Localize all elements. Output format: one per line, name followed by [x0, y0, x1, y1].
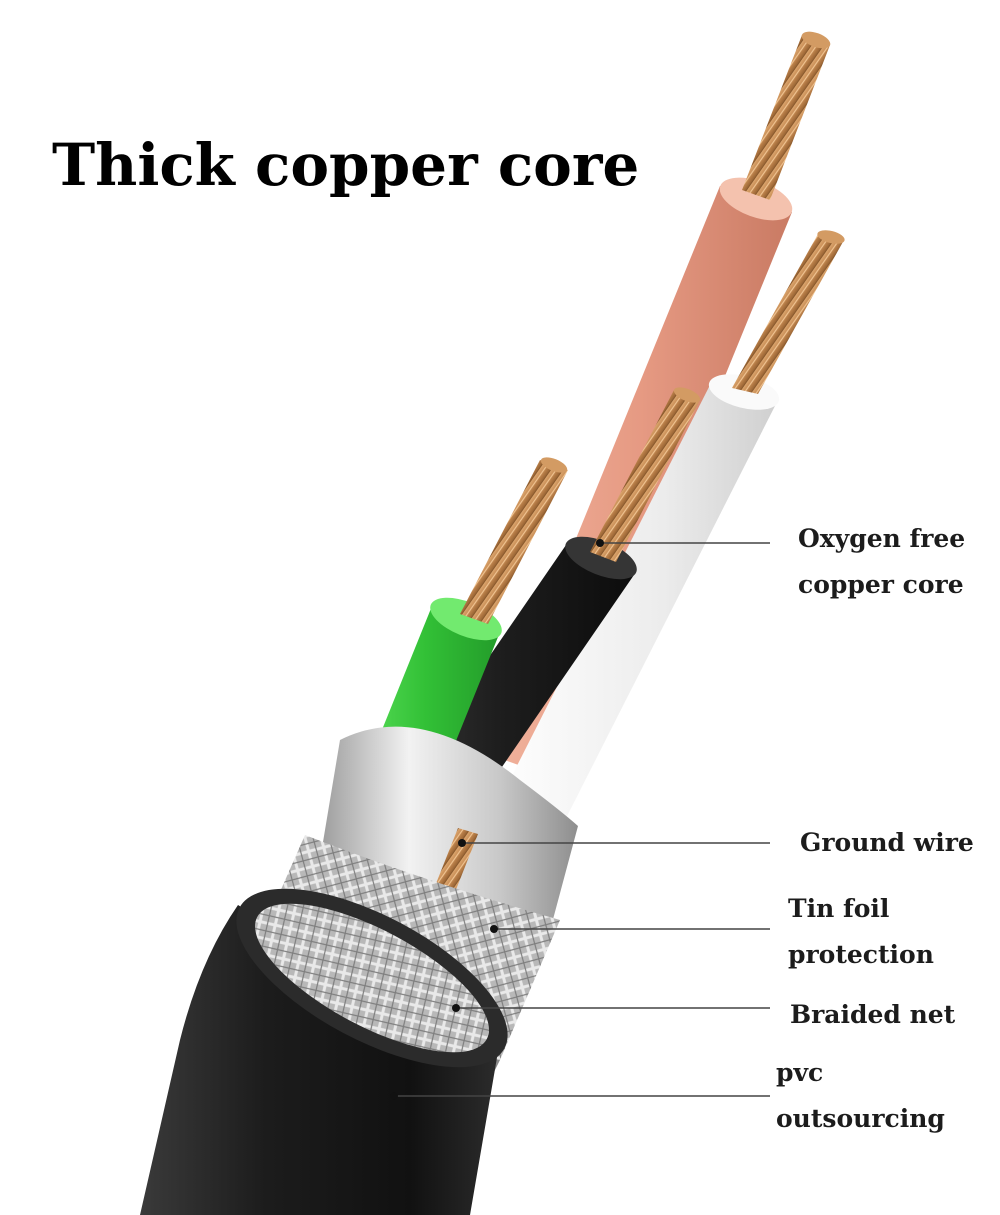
label-line: outsourcing: [776, 1104, 945, 1133]
page-title: Thick copper core: [52, 131, 640, 199]
label-line: Oxygen free: [798, 524, 966, 553]
leader-lines: [394, 542, 770, 1097]
label-ground-wire: Ground wire: [800, 820, 974, 866]
label-line: pvc: [776, 1058, 824, 1087]
label-line: Tin foil: [788, 894, 890, 923]
label-line: Braided net: [790, 1000, 956, 1029]
label-tin-foil-protection: Tin foil protection: [788, 886, 934, 978]
label-line: protection: [788, 940, 934, 969]
label-line: Ground wire: [800, 828, 974, 857]
white-insulated-wire: [492, 230, 845, 830]
pvc-outer-jacket: [140, 888, 508, 1215]
label-line: copper core: [798, 570, 964, 599]
label-braided-net: Braided net: [790, 992, 955, 1038]
label-oxygen-free-copper-core: Oxygen free copper core: [798, 516, 965, 608]
leader-dots: [390, 539, 604, 1100]
label-pvc-outsourcing: pvc outsourcing: [776, 1050, 945, 1142]
